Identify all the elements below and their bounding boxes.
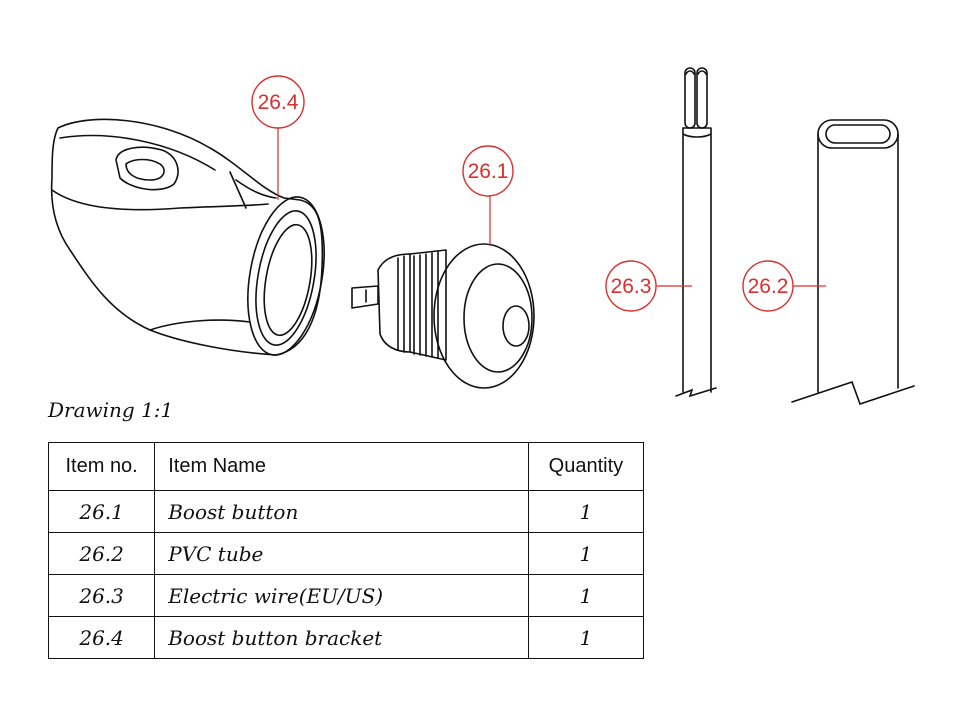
cell-item-name: Boost button bracket — [154, 616, 529, 659]
cell-quantity: 1 — [527, 490, 645, 533]
table-row: 26.2 PVC tube 1 — [47, 532, 645, 575]
cell-item-name: PVC tube — [154, 532, 529, 575]
callout-label: 26.3 — [611, 275, 652, 298]
table-row: 26.3 Electric wire(EU/US) 1 — [47, 574, 645, 617]
button-drawing — [351, 243, 535, 389]
cell-item-no: 26.2 — [47, 532, 156, 575]
callout-label: 26.4 — [258, 91, 299, 114]
callout-26-3: 26.3 — [605, 260, 657, 312]
callout-26-1: 26.1 — [462, 145, 514, 197]
bracket-drawing — [50, 118, 325, 356]
table-row: 26.4 Boost button bracket 1 — [47, 616, 645, 659]
cell-item-no: 26.4 — [47, 616, 156, 659]
cell-quantity: 1 — [527, 532, 645, 575]
drawing-scale-label: Drawing 1:1 — [48, 398, 174, 422]
parts-table: Item no. Item Name Quantity 26.1 Boost b… — [47, 442, 645, 659]
header-item-name: Item Name — [154, 442, 529, 491]
callout-label: 26.2 — [748, 275, 789, 298]
wire-drawing — [675, 67, 717, 398]
callout-26-4: 26.4 — [251, 75, 305, 129]
cell-item-no: 26.3 — [47, 574, 156, 617]
table-header-row: Item no. Item Name Quantity — [47, 442, 645, 491]
cell-quantity: 1 — [527, 616, 645, 659]
callout-26-2: 26.2 — [742, 260, 794, 312]
callout-leaders — [277, 128, 826, 287]
tube-drawing — [791, 119, 915, 406]
header-quantity: Quantity — [527, 442, 645, 491]
cell-item-name: Electric wire(EU/US) — [154, 574, 529, 617]
callout-label: 26.1 — [468, 160, 509, 183]
header-item-no: Item no. — [47, 442, 156, 491]
cell-quantity: 1 — [527, 574, 645, 617]
cell-item-no: 26.1 — [47, 490, 156, 533]
cell-item-name: Boost button — [154, 490, 529, 533]
table-row: 26.1 Boost button 1 — [47, 490, 645, 533]
